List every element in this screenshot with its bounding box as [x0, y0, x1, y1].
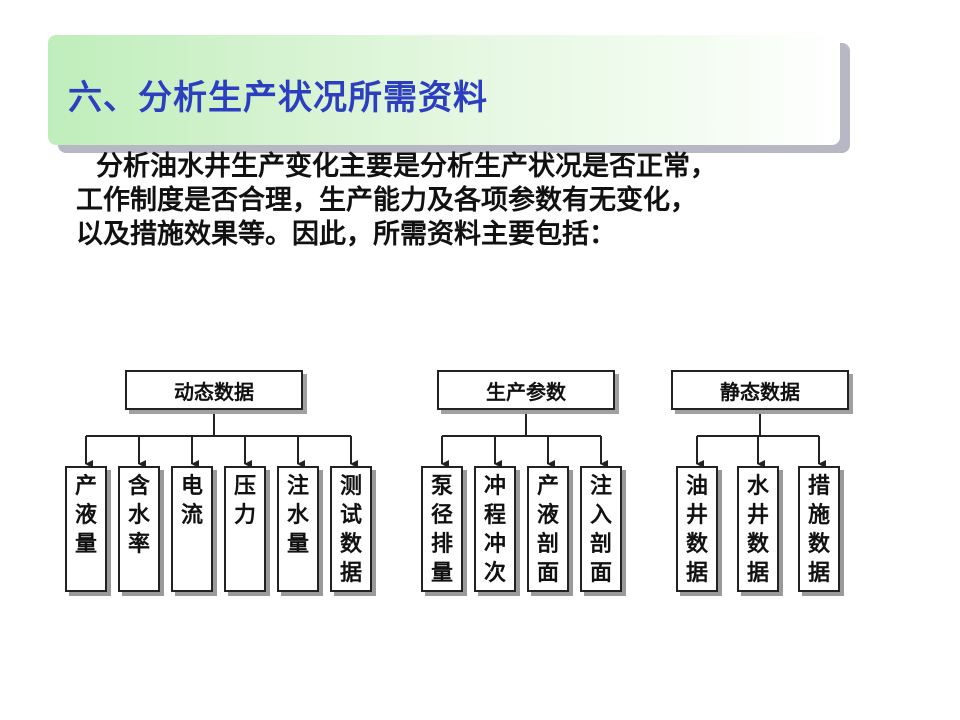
category-static-data: 静态数据: [671, 370, 849, 410]
item-injection-profile: 注入剖面: [580, 466, 622, 592]
item-production-profile: 产液剖面: [527, 466, 569, 592]
intro-line-2: 工作制度是否合理，生产能力及各项参数有无变化，: [76, 185, 697, 216]
intro-paragraph: 分析油水井生产变化主要是分析生产状况是否正常， 工作制度是否合理，生产能力及各项…: [76, 150, 866, 252]
category-label: 静态数据: [720, 379, 800, 404]
item-water-well-data: 水井数据: [737, 466, 779, 592]
item-pressure: 压力: [224, 466, 266, 592]
item-current: 电流: [171, 466, 213, 592]
item-oil-well-data: 油井数据: [676, 466, 718, 592]
slide-title: 六、分析生产状况所需资料: [68, 78, 488, 118]
item-pump-displacement: 泵径排量: [421, 466, 463, 592]
item-stroke-frequency: 冲程冲次: [474, 466, 516, 592]
category-label: 生产参数: [486, 379, 566, 404]
category-dynamic-data: 动态数据: [125, 370, 303, 410]
item-measure-data: 措施数据: [798, 466, 840, 592]
category-label: 动态数据: [174, 379, 254, 404]
title-banner: [48, 35, 840, 145]
item-injection-volume: 注水量: [277, 466, 319, 592]
item-water-cut: 含水率: [118, 466, 160, 592]
intro-line-1: 分析油水井生产变化主要是分析生产状况是否正常，: [96, 151, 717, 182]
intro-line-3: 以及措施效果等。因此，所需资料主要包括：: [76, 219, 616, 250]
category-production-parameters: 生产参数: [437, 370, 615, 410]
item-test-data: 测试数据: [330, 466, 372, 592]
item-liquid-production: 产液量: [65, 466, 107, 592]
